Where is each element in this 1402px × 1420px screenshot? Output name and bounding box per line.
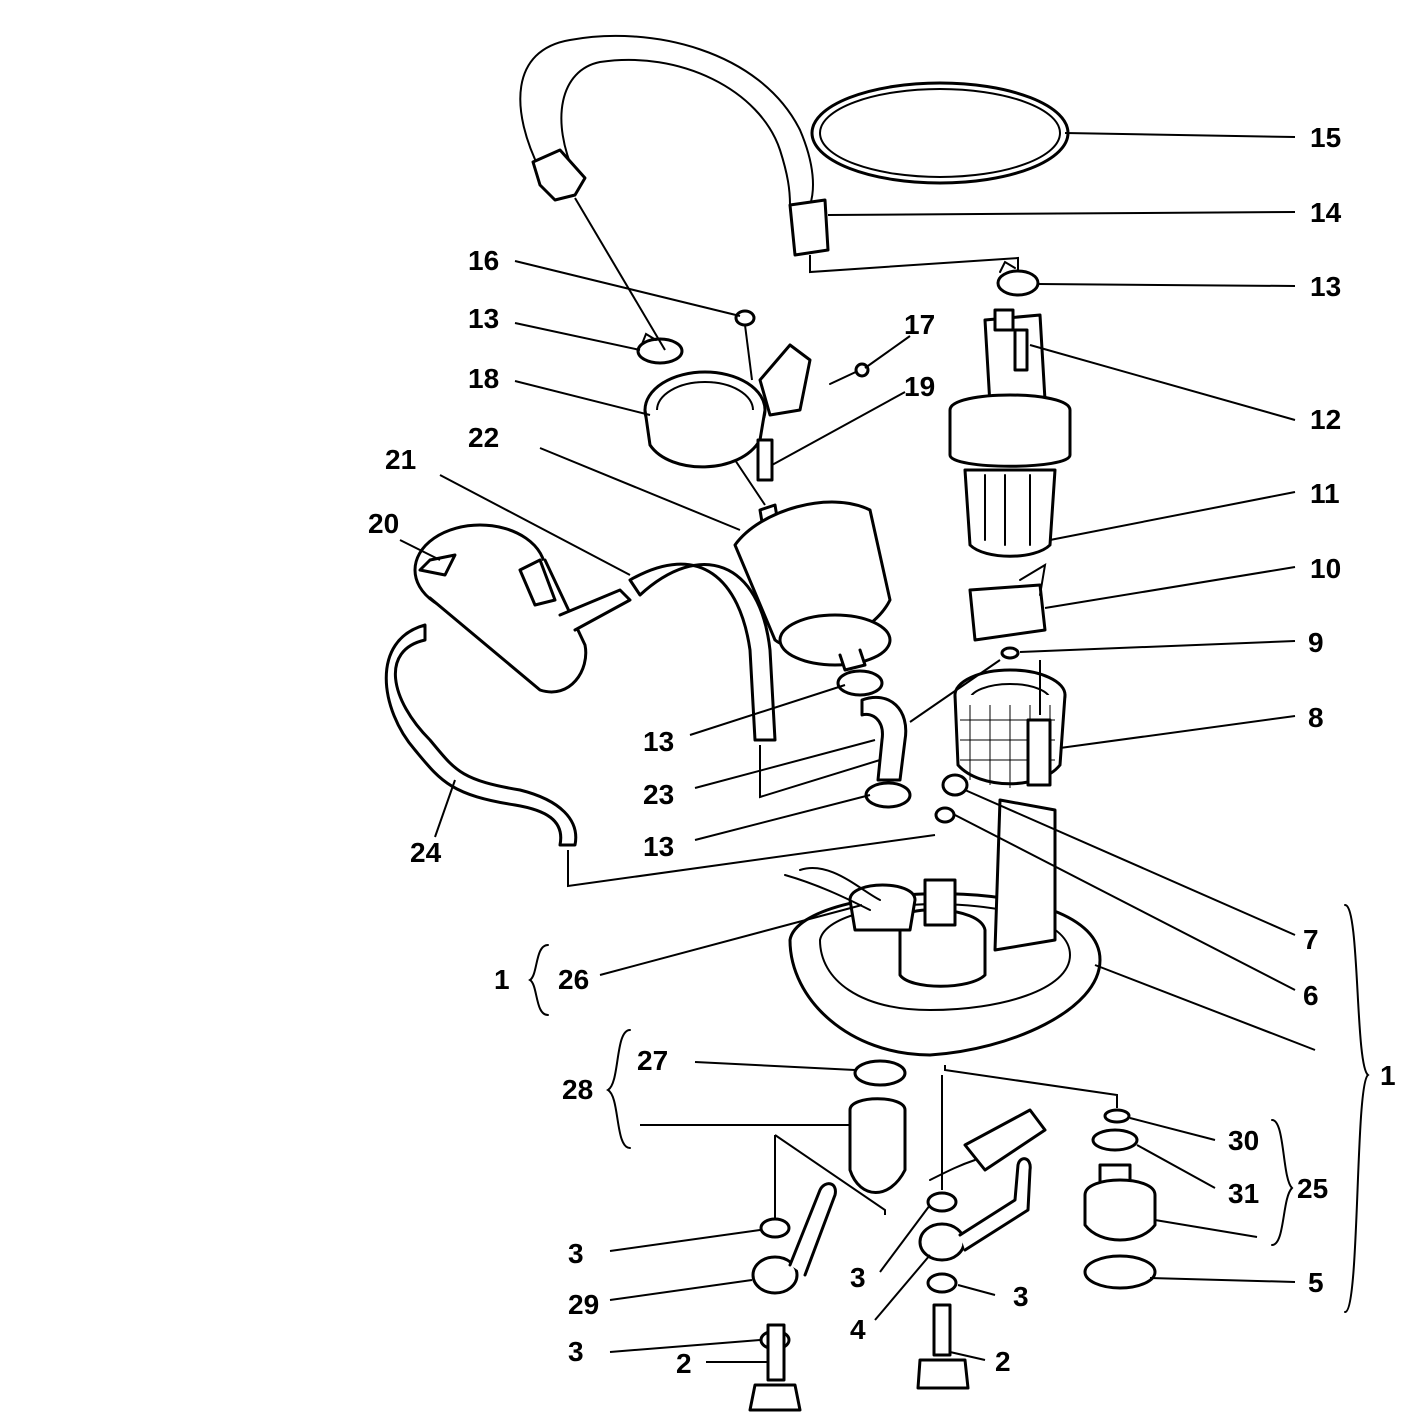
part-pressure-regulator [1083,1163,1157,1242]
part-screw [829,362,870,385]
callout-17: 17 [904,309,935,340]
brace-group-1-left [528,944,549,1016]
callout-13: 13 [468,303,499,334]
part-curved-hose [628,562,777,742]
callout-13: 13 [1310,271,1341,302]
part-strainer [953,668,1067,788]
callout-30: 30 [1228,1125,1259,1156]
part-banjo-fitting-left [751,1182,837,1295]
callout-31: 31 [1228,1178,1259,1209]
callout-6: 6 [1303,980,1319,1011]
callout-26: 26 [558,964,589,995]
part-hose-clamp-left [636,332,684,365]
callout-4: 4 [850,1314,866,1345]
part-washer-3d [926,1272,958,1294]
callout-1: 1 [1380,1060,1396,1091]
callout-11: 11 [1310,478,1340,509]
callout-25: 25 [1297,1173,1328,1204]
callout-21: 21 [385,444,416,475]
callout-labels: 15 14 13 16 13 17 18 19 12 22 21 11 20 1… [368,122,1396,1379]
part-fuel-filter [733,500,892,672]
part-grommet [853,1059,907,1087]
part-connector-block [968,563,1047,642]
callout-24: 24 [410,837,442,868]
callout-23: 23 [643,779,674,810]
part-pump-body [948,393,1072,558]
callout-2: 2 [995,1346,1011,1377]
part-flange-base [784,798,1102,1057]
part-small-oring [1103,1108,1131,1124]
callout-20: 20 [368,508,399,539]
part-hose-clamp-low [864,781,912,809]
part-banjo-fitting-right [918,1157,1032,1262]
callout-19: 19 [904,371,935,402]
callout-18: 18 [468,363,499,394]
part-seal-ring [810,81,1070,185]
callout-29: 29 [568,1289,599,1320]
part-hose-clamp-mid [836,669,884,697]
callout-10: 10 [1310,553,1341,584]
callout-13: 13 [643,831,674,862]
part-large-oring [1091,1128,1139,1152]
callout-1: 1 [494,964,510,995]
callout-9: 9 [1308,627,1324,658]
callout-8: 8 [1308,702,1324,733]
part-arched-hose [519,34,830,257]
part-banjo-bolt-right [916,1303,970,1390]
brace-group-1-right [1344,904,1370,1313]
part-small-clip [1000,646,1020,660]
callout-12: 12 [1310,404,1341,435]
callout-3: 3 [1013,1281,1029,1312]
part-plug [941,773,969,797]
part-small-nut [734,309,756,327]
part-bracket-ring [643,343,812,469]
part-washer-3c [926,1191,958,1213]
part-connector-sleeve [848,1097,1047,1194]
part-canister [413,523,632,694]
part-bent-hose [384,623,578,847]
callout-13: 13 [643,726,674,757]
callout-3: 3 [850,1262,866,1293]
callout-27: 27 [637,1045,668,1076]
callout-15: 15 [1310,122,1341,153]
callout-16: 16 [468,245,499,276]
callout-3: 3 [568,1336,584,1367]
part-pump-top [983,308,1047,407]
callout-14: 14 [1310,197,1342,228]
leader-lines [399,132,1316,1363]
part-bolt [756,438,774,482]
part-washer-3a [759,1217,791,1239]
callout-5: 5 [1308,1267,1324,1298]
brace-group-25 [1271,1119,1294,1246]
callout-28: 28 [562,1074,593,1105]
part-washer [934,806,956,824]
part-banjo-bolt-left [748,1323,802,1412]
brace-group-28 [606,1029,631,1149]
part-elbow-hose [860,695,908,782]
part-snap-ring [1083,1254,1157,1290]
callout-3: 3 [568,1238,584,1269]
callout-7: 7 [1303,924,1319,955]
callout-2: 2 [676,1348,692,1379]
callout-22: 22 [468,422,499,453]
